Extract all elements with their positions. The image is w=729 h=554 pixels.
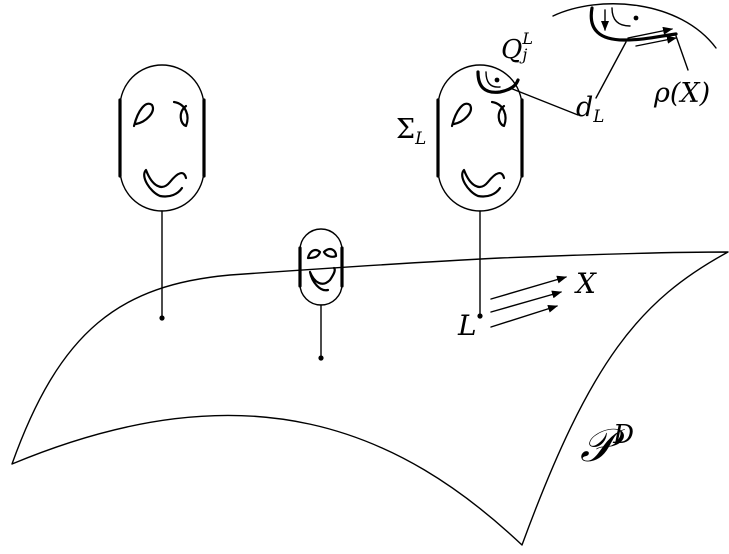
label-d-L: dL <box>576 92 605 126</box>
left-fiber-left-handle <box>132 102 154 128</box>
point-L-dot <box>477 313 483 319</box>
tangent-arrow-3 <box>490 304 558 328</box>
label-sigma-L: ΣL <box>396 114 427 148</box>
middle-fiber-base-point <box>318 355 324 361</box>
middle-fiber <box>298 228 344 361</box>
left-fiber-bottom-handle <box>143 168 188 198</box>
inset-leader-rho <box>675 35 689 71</box>
inset-flow-arrow-1 <box>627 26 673 39</box>
left-fiber-right-handle <box>172 100 189 128</box>
zoom-inset <box>552 3 717 99</box>
label-L: L <box>458 309 477 342</box>
middle-fiber-bottom-handle <box>308 266 336 292</box>
inset-disc-inner <box>611 7 631 27</box>
right-fiber-outline <box>437 64 523 212</box>
left-fiber-base-point <box>159 315 165 321</box>
middle-fiber-left-handle <box>306 248 322 260</box>
base-surface <box>11 251 729 546</box>
left-fiber <box>118 64 206 321</box>
right-fiber-bottom-handle <box>461 168 506 198</box>
middle-fiber-right-handle <box>322 247 338 258</box>
right-fiber-left-handle <box>450 102 472 128</box>
disc-dL-outer <box>476 70 520 94</box>
middle-fiber-outline <box>299 228 343 306</box>
left-fiber-outline <box>119 64 205 212</box>
right-fiber <box>436 64 579 319</box>
label-base-P-D: 𝒫D <box>580 418 635 472</box>
inset-disc-boundary <box>589 6 678 42</box>
disc-dL-point <box>494 77 500 83</box>
inset-leader-dL <box>595 41 627 99</box>
inset-flow-arrow-2 <box>635 35 677 47</box>
label-rho-X: ρ(X) <box>654 78 711 109</box>
dL-leader-line <box>509 87 579 116</box>
tangent-arrows <box>490 275 567 328</box>
label-X: X <box>576 267 596 300</box>
inset-outer-curve <box>552 3 717 49</box>
tangent-arrow-1 <box>490 275 567 300</box>
right-fiber-right-handle <box>490 100 507 128</box>
inset-disc-point <box>633 15 639 21</box>
tangent-arrow-2 <box>490 290 562 313</box>
disc-dL-inner <box>485 71 501 88</box>
